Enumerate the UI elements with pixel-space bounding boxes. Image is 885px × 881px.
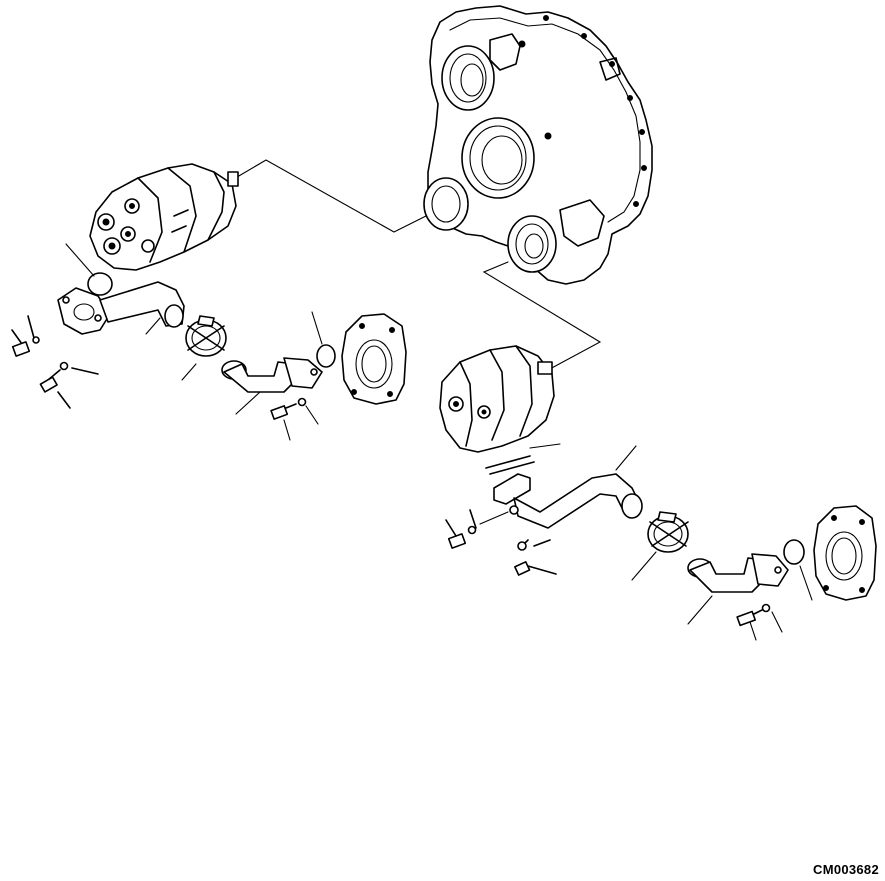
flywheel-housing bbox=[423, 5, 653, 285]
tube-left-2 bbox=[221, 357, 323, 415]
leader-line bbox=[482, 261, 602, 371]
tube-left-1 bbox=[57, 281, 185, 335]
drawing-code-label: CM003682 bbox=[813, 862, 879, 877]
hydraulic-pump-right bbox=[439, 345, 561, 475]
hose-clamp-left bbox=[181, 315, 227, 381]
tube-right-2 bbox=[687, 553, 789, 625]
bolts-right bbox=[445, 505, 557, 576]
tube-right-1 bbox=[493, 445, 643, 529]
bolts-right-lower bbox=[736, 603, 783, 641]
hose-clamp-right bbox=[631, 511, 689, 581]
leader-line bbox=[231, 159, 427, 233]
o-ring-left bbox=[65, 243, 113, 296]
flange-housing-left bbox=[311, 311, 407, 405]
bolts-left-mid bbox=[270, 397, 319, 441]
hydraulic-pump-left bbox=[89, 163, 239, 271]
bolts-left bbox=[11, 315, 99, 409]
flange-housing-right bbox=[783, 505, 877, 601]
